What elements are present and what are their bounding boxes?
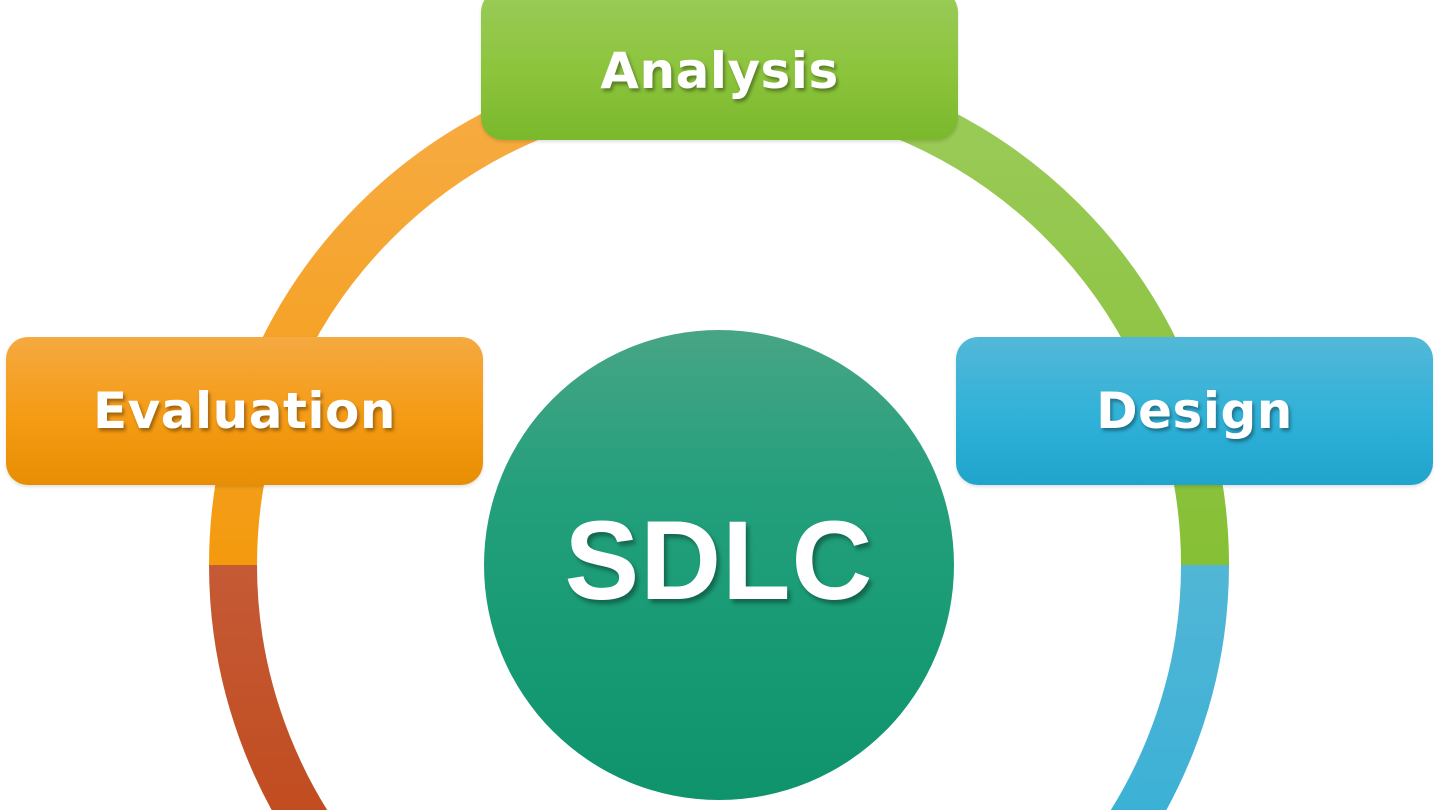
ring-segment-lower-right — [1110, 564, 1229, 810]
phase-design[interactable]: Design — [956, 337, 1433, 485]
center-hub[interactable]: SDLC — [484, 330, 954, 800]
phase-label-design: Design — [1096, 382, 1293, 440]
center-label: SDLC — [564, 497, 874, 623]
ring-segment-lower-left — [209, 564, 328, 810]
phase-evaluation[interactable]: Evaluation — [6, 337, 483, 485]
phase-label-analysis: Analysis — [600, 42, 839, 100]
phase-analysis[interactable]: Analysis — [481, 0, 958, 140]
phase-label-evaluation: Evaluation — [93, 382, 396, 440]
